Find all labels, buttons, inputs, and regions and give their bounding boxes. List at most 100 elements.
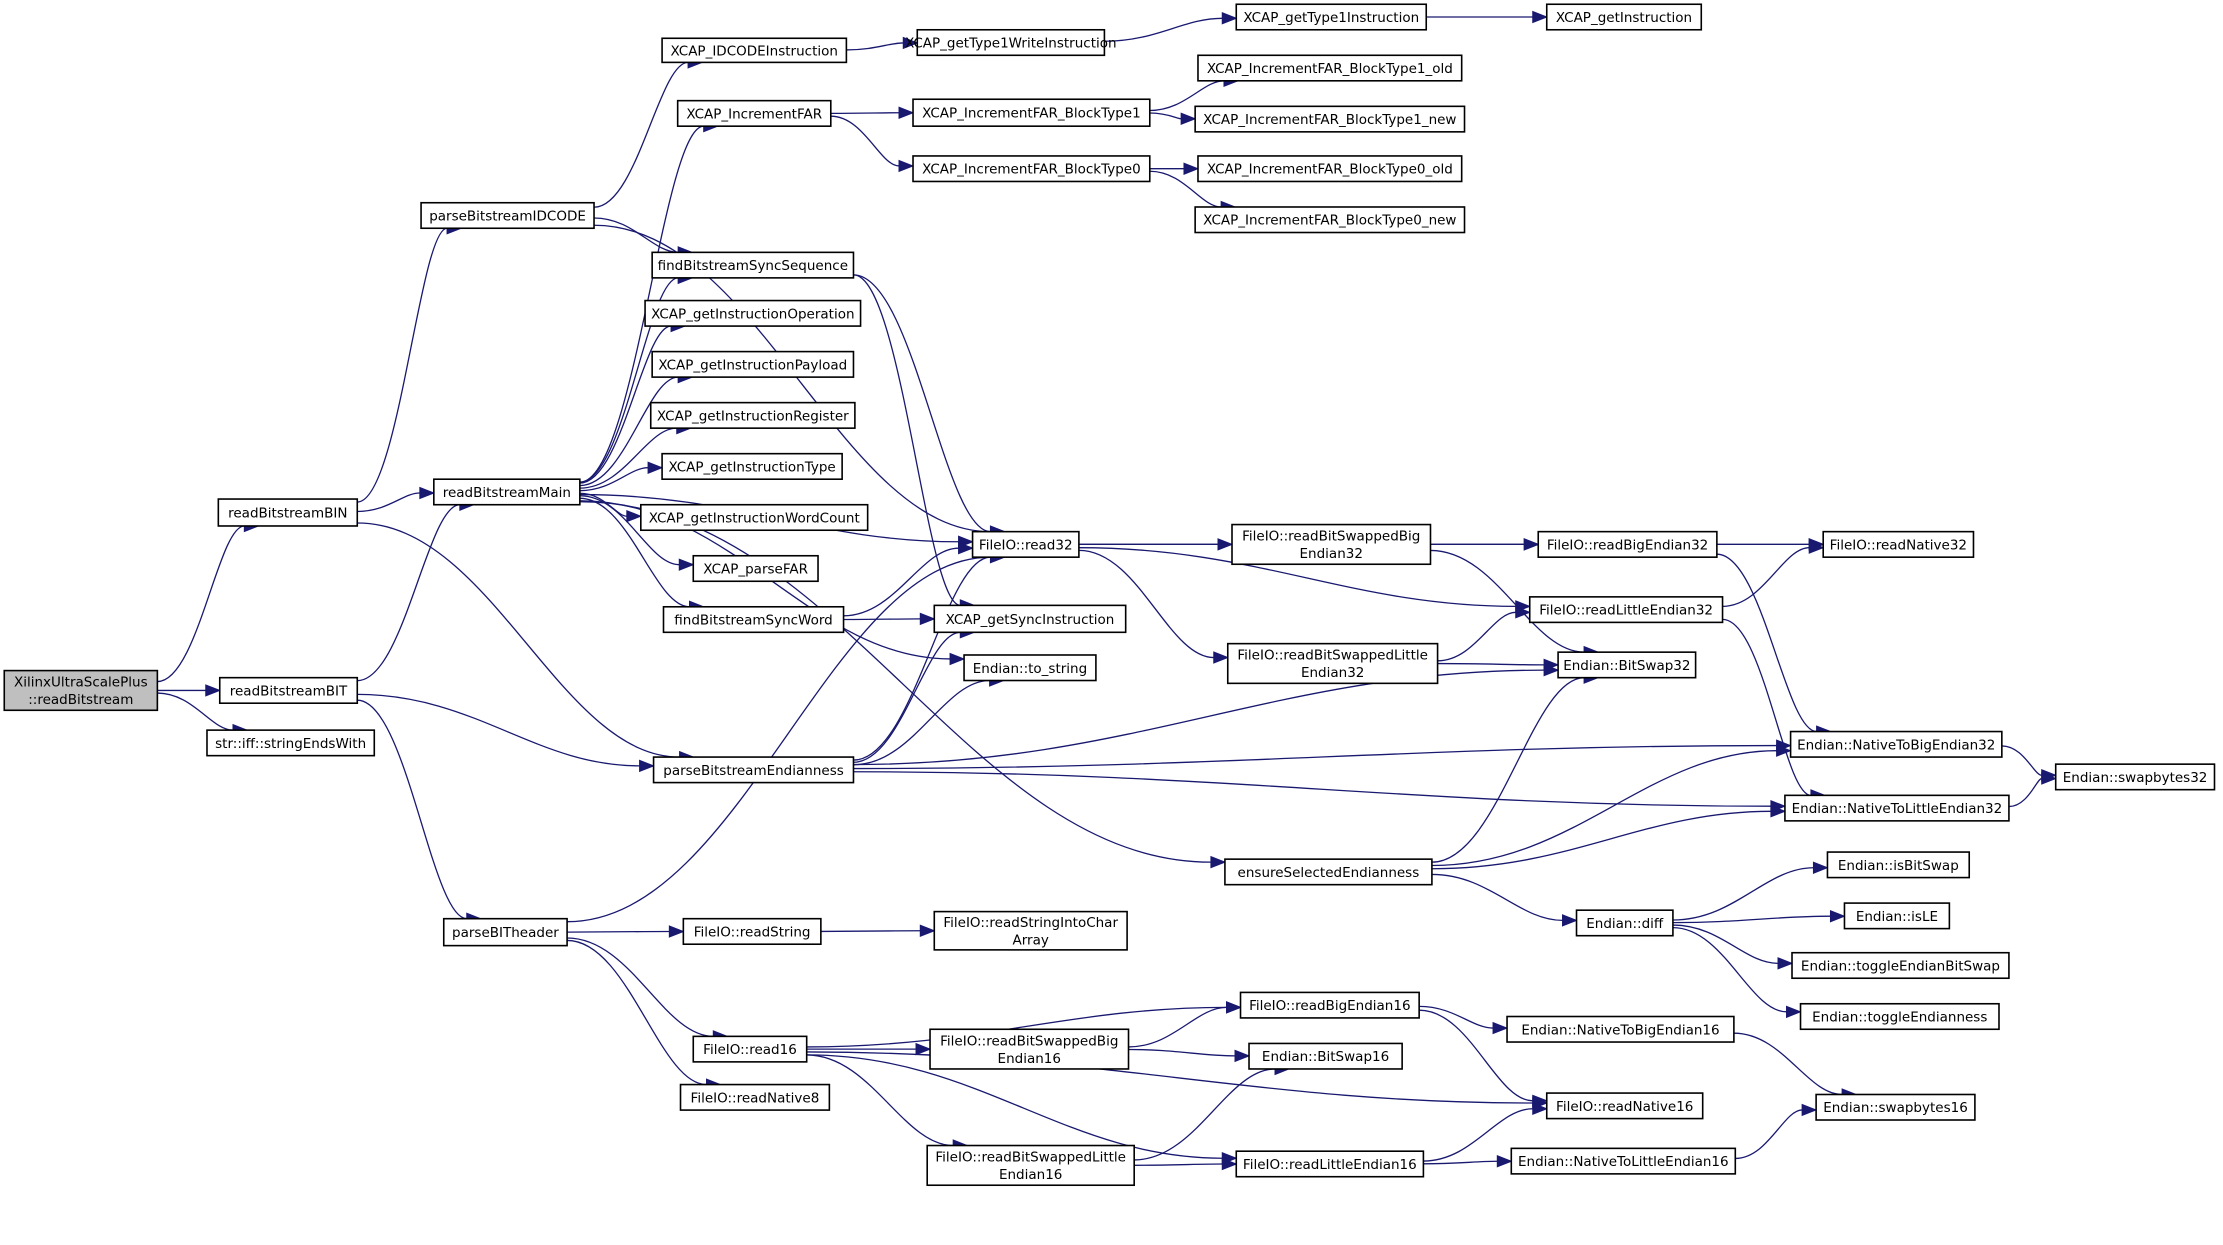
node-label: XCAP_IncrementFAR_BlockType0 [922,162,1141,178]
edge-line [1722,618,1812,796]
node-findbitstreamsyncsequence[interactable]: findBitstreamSyncSequence [651,251,855,279]
edge-parsebitstreamendianness-to-nativetolittleendian32 [853,771,1787,813]
arrowhead-icon [1492,1021,1509,1035]
node-xcap-gettype1instruction[interactable]: XCAP_getType1Instruction [1235,3,1428,31]
node-box [442,917,568,947]
node-xcap-getinstruction[interactable]: XCAP_getInstruction [1545,3,1703,31]
node-nativetolittleendian16[interactable]: Endian::NativeToLittleEndian16 [1510,1147,1737,1175]
node-readbigendian32[interactable]: FileIO::readBigEndian32 [1537,530,1718,558]
edge-readbitstreambit-to-parsebitheader [357,699,483,925]
node-readnative16[interactable]: FileIO::readNative16 [1545,1092,1704,1120]
edge-line [357,227,448,503]
node-nativetolittleendian32[interactable]: Endian::NativeToLittleEndian32 [1784,794,2010,822]
arrowhead-icon [1532,10,1549,24]
node-readnative8[interactable]: FileIO::readNative8 [679,1083,831,1111]
node-box [692,554,819,583]
node-parsebitstreamendianness[interactable]: parseBitstreamEndianness [652,756,855,784]
node-diff[interactable]: Endian::diff [1575,909,1674,937]
node-label: parseBITheader [452,925,559,941]
edge-readbitstreammain-to-ensureselectedendianness [579,501,1227,869]
node-readbigendian16[interactable]: FileIO::readBigEndian16 [1239,991,1420,1019]
node-readbitstreambin[interactable]: readBitstreamBIN [217,498,359,527]
node-label: Endian::swapbytes16 [1823,1100,1968,1116]
node-readlittleendian32[interactable]: FileIO::readLittleEndian32 [1528,596,1724,624]
node-label: Endian::BitSwap16 [1262,1049,1389,1065]
edge-rbsbig32-to-readbigendian32 [1430,538,1540,551]
edge-line [1128,1048,1236,1057]
node-to-string[interactable]: Endian::to_string [963,654,1097,682]
edge-read32-to-rbslittle32 [1078,549,1230,664]
node-swapbytes32[interactable]: Endian::swapbytes32 [2054,763,2216,791]
node-xcap-getsyncinstruction[interactable]: XCAP_getSyncInstruction [933,604,1127,634]
edge-rbslittle32-to-readlittleendian32 [1437,606,1532,662]
edge-parsebitheader-to-read16 [567,937,729,1043]
node-parsebitstreamidcode[interactable]: parseBitstreamIDCODE [420,201,595,230]
node-blocktype0-new[interactable]: XCAP_IncrementFAR_BlockType0_new [1194,206,1466,234]
nodes-layer: XilinxUltraScalePlus::readBitstreamreadB… [3,3,2216,1187]
node-parsebitheader[interactable]: parseBITheader [442,917,568,947]
edge-line [1735,1109,1803,1160]
node-nativetobigendian32[interactable]: Endian::NativeToBigEndian32 [1789,730,2003,758]
node-swapbytes16[interactable]: Endian::swapbytes16 [1815,1093,1976,1121]
node-toggleendianness[interactable]: Endian::toggleEndianness [1799,1002,2000,1031]
node-blocktype0[interactable]: XCAP_IncrementFAR_BlockType0 [912,155,1151,183]
node-label: XCAP_getInstruction [1556,10,1692,26]
node-box [1194,105,1466,133]
node-readstring[interactable]: FileIO::readString [682,917,822,946]
edge-line [1716,553,1817,733]
node-label: FileIO::readBitSwappedLittle [935,1150,1126,1166]
node-blocktype1[interactable]: XCAP_IncrementFAR_BlockType1 [912,98,1151,127]
edge-line [853,669,1545,766]
node-box [963,654,1097,682]
node-xcap-gettype1writeinstruction[interactable]: XCAP_getType1WriteInstruction [905,28,1117,57]
node-readbitstreambit[interactable]: readBitstreamBIT [218,676,359,704]
node-read32[interactable]: FileIO::read32 [971,530,1080,558]
node-findbitstreamsyncword[interactable]: findBitstreamSyncWord [662,605,845,634]
edge-blocktype0-to-blocktype0-old [1149,162,1200,175]
edge-readlittleendian32-to-readnative32 [1722,541,1825,608]
node-xcap-parsefar[interactable]: XCAP_parseFAR [692,554,819,583]
edge-findbitstreamsyncword-to-xcap-getsyncinstruction [843,612,936,626]
node-readbitstreammain[interactable]: readBitstreamMain [433,478,581,506]
node-readnative32[interactable]: FileIO::readNative32 [1822,530,1975,558]
node-bitswap16[interactable]: Endian::BitSwap16 [1248,1042,1403,1070]
node-blocktype1-old[interactable]: XCAP_IncrementFAR_BlockType1_old [1197,54,1463,82]
edge-line [594,61,689,208]
node-isle[interactable]: Endian::isLE [1843,902,1951,930]
node-box [1789,730,2003,758]
node-readlittleendian16[interactable]: FileIO::readLittleEndian16 [1235,1150,1425,1178]
edge-readbigendian16-to-nativetobigendian16 [1419,1005,1509,1035]
node-bitswap32[interactable]: Endian::BitSwap32 [1557,651,1697,679]
node-label: FileIO::read16 [703,1042,797,1058]
edge-diff-to-toggleendianness [1672,926,1802,1019]
node-xcap-getinstructionregister[interactable]: XCAP_getInstructionRegister [649,401,856,429]
edge-line [830,112,900,115]
node-xcap-idcodeinstruction[interactable]: XCAP_IDCODEInstruction [661,37,848,64]
edge-readbigendian32-to-nativetobigendian32 [1716,553,1832,738]
node-blocktype1-new[interactable]: XCAP_IncrementFAR_BlockType1_new [1194,105,1466,133]
node-box [1557,651,1697,679]
node-blocktype0-old[interactable]: XCAP_IncrementFAR_BlockType0_old [1197,155,1463,183]
node-nativetobigendian16[interactable]: Endian::NativeToBigEndian16 [1506,1015,1735,1043]
node-label: FileIO::readLittleEndian32 [1539,603,1713,619]
node-xcap-incrementfar[interactable]: XCAP_IncrementFAR [676,99,832,127]
arrowhead-icon [1543,658,1560,672]
node-xcap-getinstructionoperation[interactable]: XCAP_getInstructionOperation [644,299,862,327]
node-xcap-getinstructionpayload[interactable]: XCAP_getInstructionPayload [651,350,855,378]
arrowhead-icon [958,541,974,555]
node-ensureselectedendianness[interactable]: ensureSelectedEndianness [1224,858,1433,886]
node-stringendswith[interactable]: str::iff::stringEndsWith [206,729,376,757]
node-label: XCAP_IncrementFAR [686,106,822,122]
node-xcap-getinstructionwordcount[interactable]: XCAP_getInstructionWordCount [640,503,869,532]
edge-line [1078,547,1516,608]
node-toggleendianbitswap[interactable]: Endian::toggleEndianBitSwap [1791,951,2010,980]
edge-diff-to-isle [1672,909,1846,924]
node-isbitswap[interactable]: Endian::isBitSwap [1826,851,1971,879]
node-xcap-getinstructiontype[interactable]: XCAP_getInstructionType [661,452,843,480]
node-read16[interactable]: FileIO::read16 [692,1035,808,1063]
